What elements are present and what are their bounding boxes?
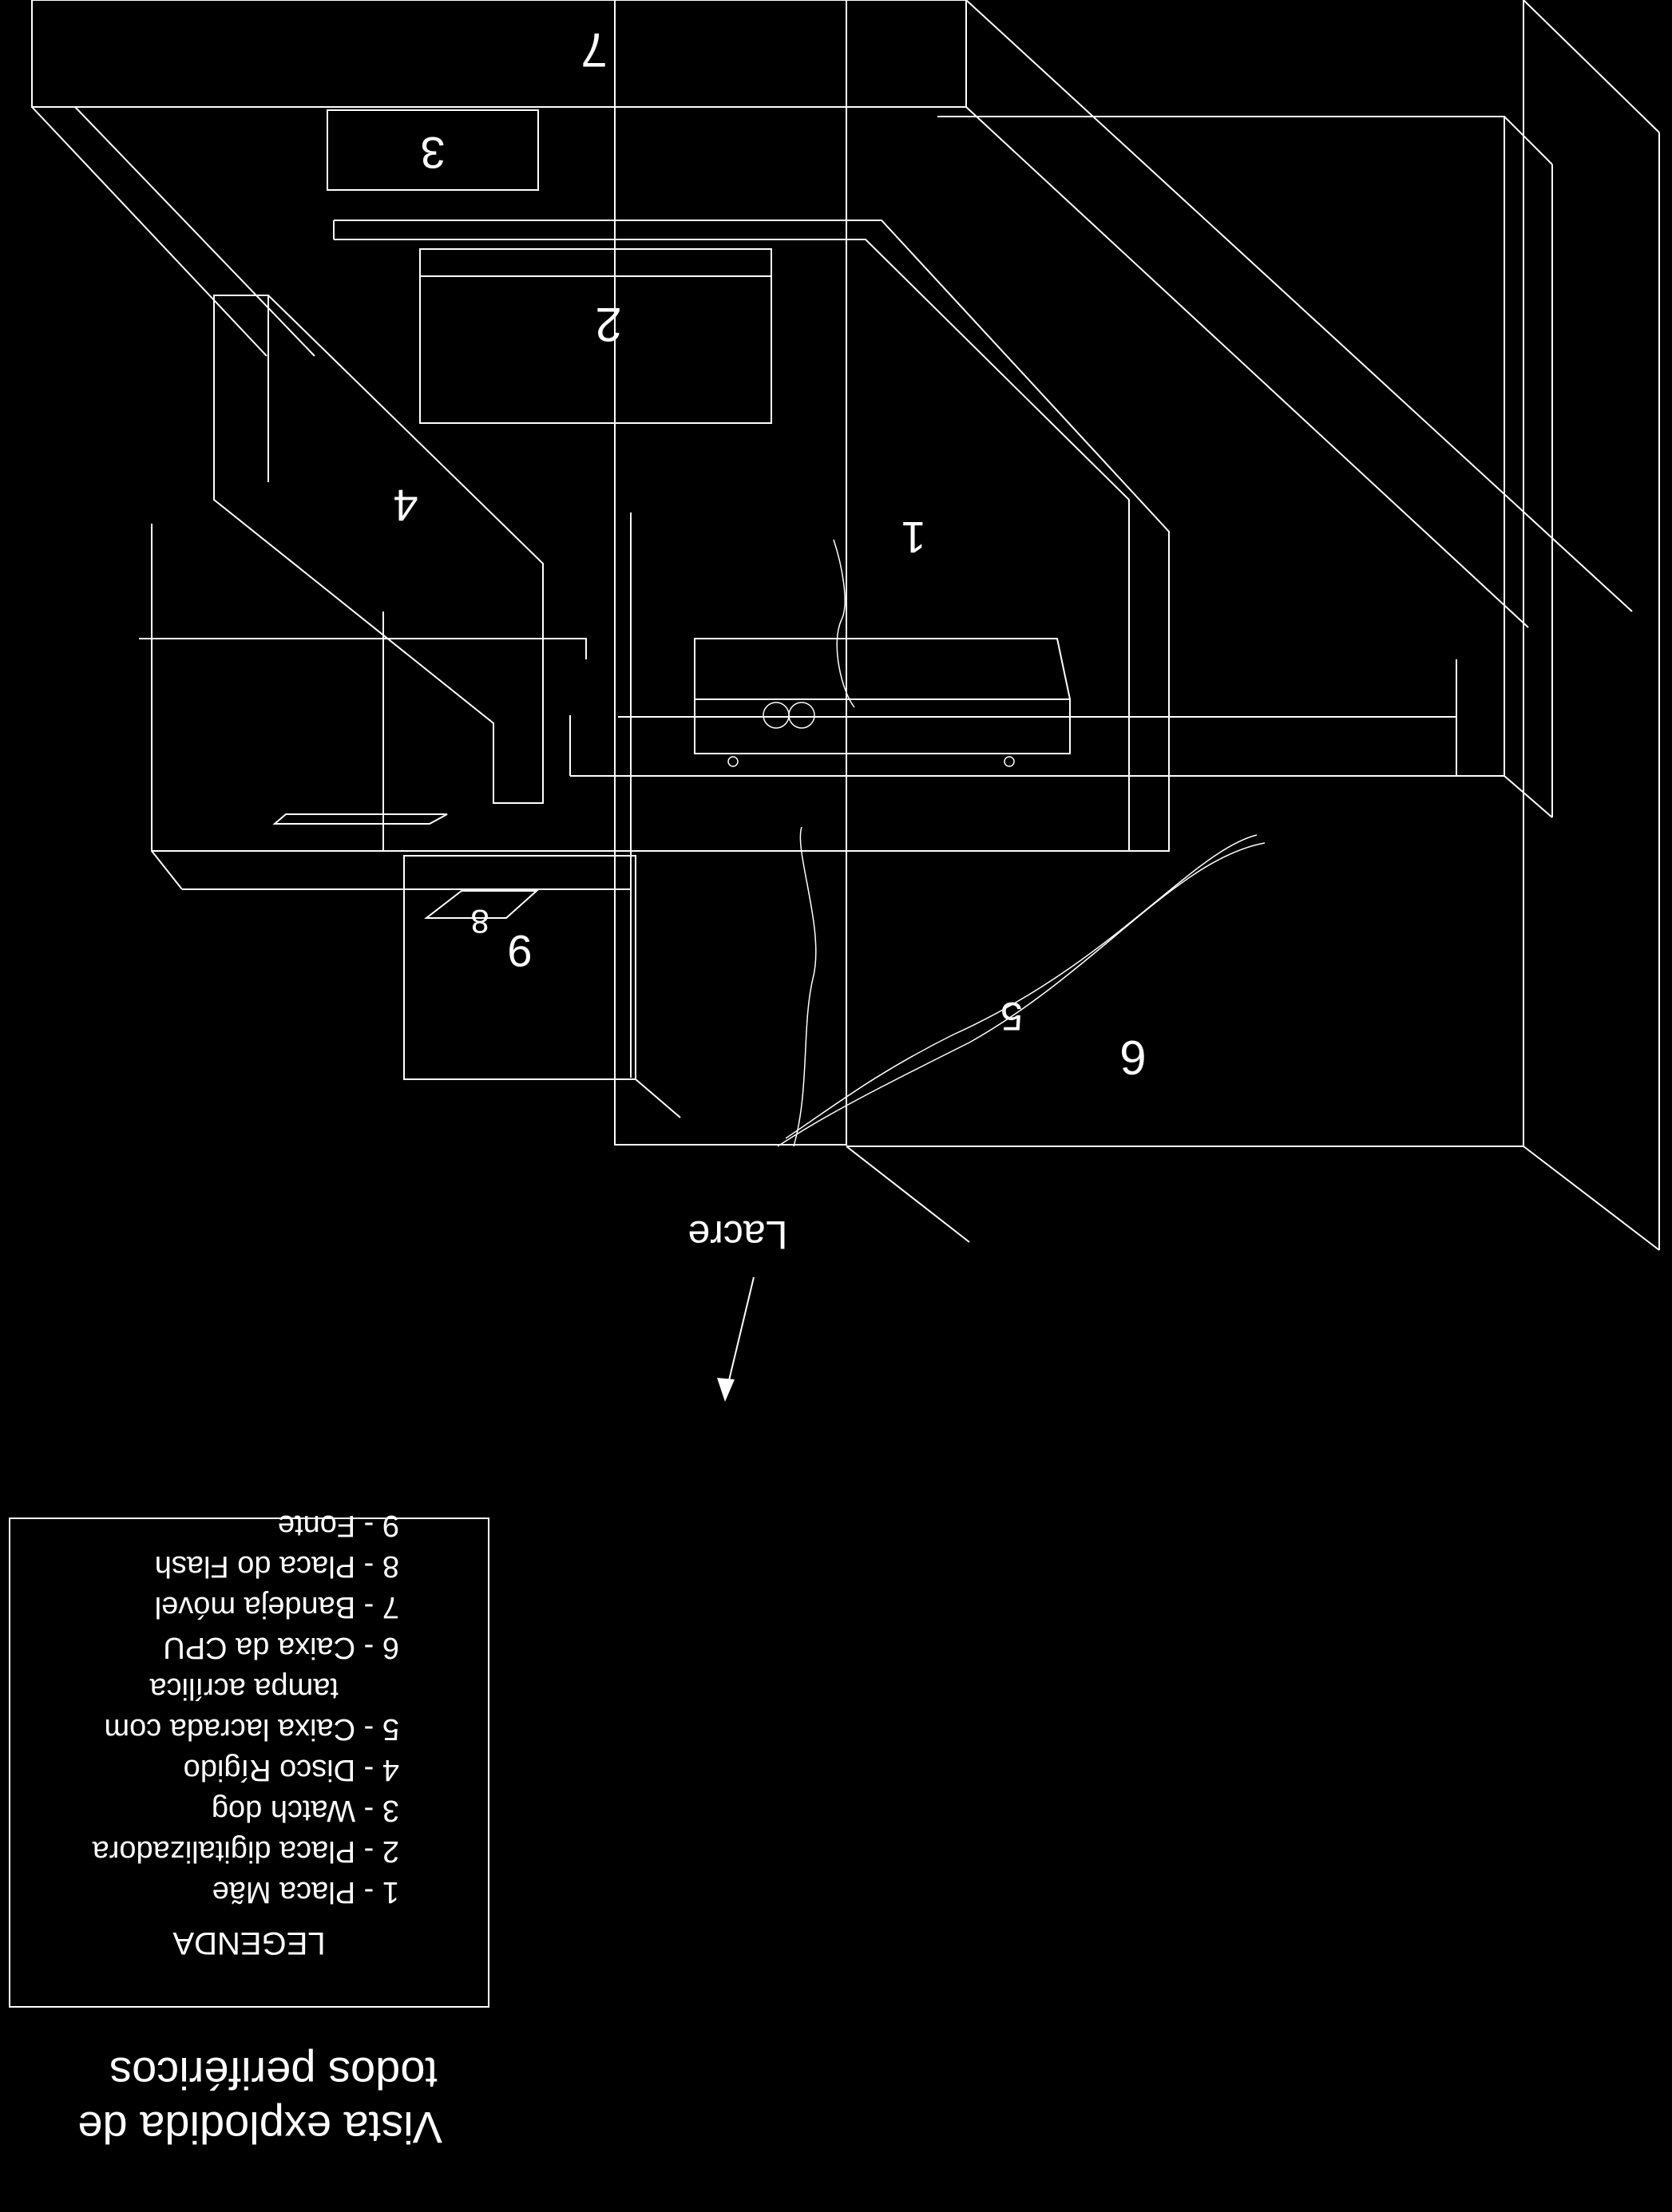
digitizer-board: 2 (419, 248, 772, 424)
tray-edge-2 (31, 106, 267, 357)
sealed-box: 5 (569, 116, 1553, 1147)
digitizer-board-box (419, 248, 772, 424)
legend-item-4: 4 - Disco Rígido (184, 1753, 399, 1787)
hard-disk-body (213, 295, 544, 804)
title-line-2: todos periféricos (109, 2048, 438, 2099)
legend-item-5-cont: tampa acrílica (149, 1672, 339, 1705)
legend-item-1: 1 - Placa Mãe (212, 1875, 399, 1909)
cpu-case: 6 (315, 0, 1660, 1251)
cpu-case-front-face (614, 0, 847, 1146)
part-1-label: 1 (901, 512, 925, 563)
seal-arrow-shaft (724, 1276, 755, 1398)
seal-label: Lacre (687, 1213, 787, 1257)
cpu-case-depth-edge-2 (846, 1146, 970, 1243)
sealed-box-depth-1 (1504, 775, 1553, 818)
motherboard: 1 (333, 220, 1170, 852)
seal-strip-outline (139, 638, 587, 659)
tray-edge-1 (965, 106, 1529, 628)
part-7-label: 7 (580, 23, 607, 77)
tray-edge-3 (74, 106, 315, 357)
power-supply-depth (635, 1078, 681, 1118)
motherboard-outline (334, 220, 1170, 852)
power-supply: 9 (403, 855, 681, 1118)
motherboard-inner-edge (334, 239, 1130, 851)
legend-item-9: 9 - Fonte (278, 1509, 399, 1542)
part-4-label: 4 (393, 481, 418, 531)
part-9-label: 9 (507, 926, 532, 976)
legend-item-5: 5 - Caixa lacrada com (104, 1712, 399, 1746)
diagram-title: Vista explodida de todos periféricos (77, 2048, 442, 2153)
seal-ring-2 (763, 702, 790, 729)
watch-dog: 3 (327, 109, 539, 191)
frame (151, 512, 632, 1078)
tray-edge-4 (965, 0, 1633, 612)
screw-2 (727, 756, 739, 767)
seal-wire-1 (785, 834, 1258, 1139)
hard-disk-bracket (272, 813, 448, 825)
flash-card-shape (424, 890, 539, 919)
legend: LEGENDA 1 - Placa Mãe 2 - Placa digitali… (9, 1509, 489, 2008)
part-2-label: 2 (595, 298, 621, 351)
cpu-case-depth-edge-3 (1523, 0, 1660, 133)
legend-item-3: 3 - Watch dog (212, 1794, 399, 1827)
watch-dog-box (327, 109, 539, 191)
flash-card: 8 (424, 890, 539, 940)
frame-depth (151, 850, 183, 890)
part-6-label: 6 (1119, 1031, 1146, 1084)
cpu-case-depth-edge-1 (1523, 1146, 1660, 1251)
legend-item-2: 2 - Placa digitalizadora (92, 1834, 399, 1868)
movable-tray: 7 (31, 0, 1633, 628)
tray-front (31, 0, 967, 108)
seal-wire-4 (833, 539, 855, 708)
sealed-box-depth-3 (1504, 116, 1553, 165)
legend-item-6: 6 - Caixa da CPU (163, 1631, 399, 1664)
seal-wire-2 (777, 842, 1266, 1147)
motherboard-slot-card (694, 698, 1071, 754)
legend-item-7: 7 - Bandeja móvel (155, 1590, 399, 1624)
hard-disk: 4 (213, 295, 544, 825)
screw-1 (1004, 756, 1015, 767)
part-3-label: 3 (420, 128, 445, 178)
frame-left (151, 524, 631, 852)
legend-item-8: 8 - Placa do Flash (155, 1549, 399, 1583)
cpu-case-back-edges (846, 0, 1524, 1147)
seal-arrow-head (717, 1378, 735, 1402)
seal-ring-1 (788, 702, 815, 729)
legend-heading: LEGENDA (172, 1925, 325, 1961)
sealed-box-frame (937, 116, 1505, 776)
legend-box (9, 1518, 489, 2008)
title-line-1: Vista explodida de (77, 2103, 442, 2153)
part-8-label: 8 (470, 903, 489, 940)
seal-wire-3 (793, 826, 817, 1147)
motherboard-slot-card-side (694, 638, 1071, 700)
seal-callout: Lacre (139, 539, 855, 1402)
rotated-drawing: Vista explodida de todos periféricos LEG… (9, 0, 1660, 2153)
power-supply-box (403, 855, 636, 1080)
